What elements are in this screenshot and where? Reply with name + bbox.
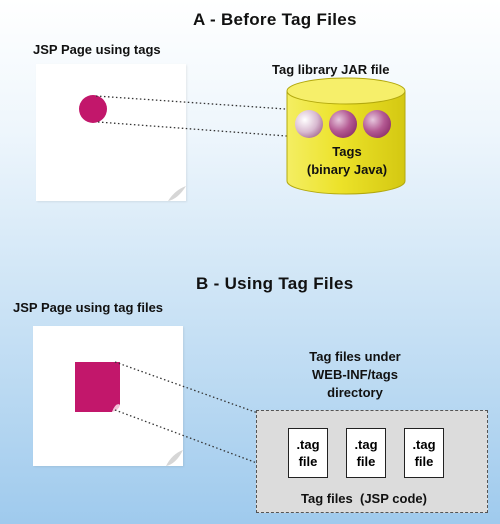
tag-file-word: file <box>414 454 434 469</box>
tag-file-usage-doc <box>75 362 120 412</box>
tag-circle-3 <box>363 110 391 138</box>
jar-contents-line2: (binary Java) <box>306 162 388 177</box>
jar-cylinder <box>286 77 406 195</box>
connector-b-bottom <box>114 409 298 479</box>
jar-file-label: Tag library JAR file <box>272 62 390 77</box>
page-b-curl <box>166 450 183 466</box>
tag-circle-2 <box>329 110 357 138</box>
dir-label-line3: directory <box>327 385 383 400</box>
jsp-page-a <box>36 64 186 201</box>
tag-file-word: file <box>356 454 376 469</box>
tag-files-caption: Tag files (JSP code) <box>301 491 427 506</box>
section-b-title: B - Using Tag Files <box>196 274 354 293</box>
jar-contents-line1: Tags <box>332 144 362 159</box>
tag-file-doc-3: .tag file <box>404 428 444 478</box>
tag-usage-circle <box>79 95 107 123</box>
dir-label-line1: Tag files under <box>309 349 401 364</box>
tag-file-ext: .tag <box>354 437 378 452</box>
page-a-curl <box>168 186 186 201</box>
jsp-page-tags-label: JSP Page using tags <box>33 42 161 57</box>
tag-file-ext: .tag <box>296 437 320 452</box>
connector-a-top <box>95 95 301 111</box>
dir-label-line2: WEB-INF/tags <box>312 367 398 382</box>
jar-contents-label: Tags (binary Java) <box>296 143 398 179</box>
tags-directory-label: Tag files under WEB-INF/tags directory <box>290 348 420 402</box>
tag-circle-1 <box>295 110 323 138</box>
section-a-title: A - Before Tag Files <box>193 10 357 29</box>
tag-file-doc-2: .tag file <box>346 428 386 478</box>
tag-file-word: file <box>298 454 318 469</box>
tag-file-ext: .tag <box>412 437 436 452</box>
tag-file-doc-1: .tag file <box>288 428 328 478</box>
connector-a-bottom <box>97 121 301 138</box>
jsp-page-tag-files-label: JSP Page using tag files <box>13 300 164 315</box>
